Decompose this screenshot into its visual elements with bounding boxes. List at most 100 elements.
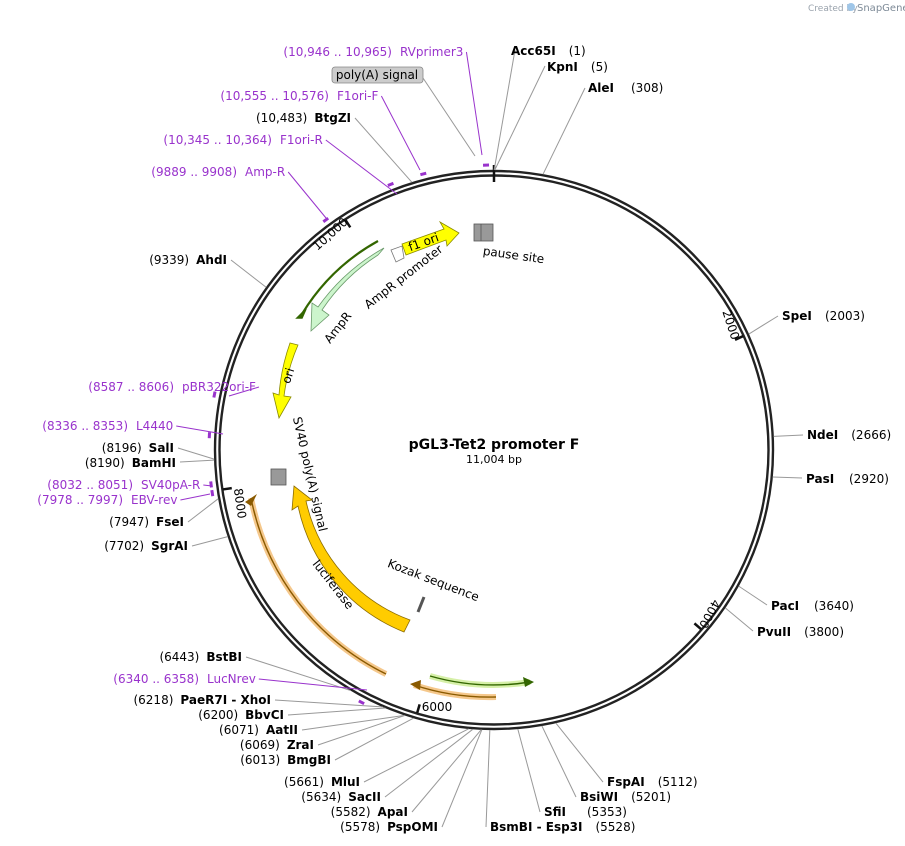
site-btgzi[interactable]: BtgZI(10,483) [256,111,351,125]
primer-mark [420,171,427,177]
feature-luciferase[interactable]: luciferase [245,485,411,677]
site-paer7i-xhoi[interactable]: PaeR7I - XhoI(6218) [133,693,271,707]
site-bstbi[interactable]: BstBI(6443) [159,650,242,664]
site-sgrai[interactable]: SgrAI(7702) [104,539,188,553]
feature-ori[interactable]: ori [272,342,299,420]
site-bsmbi-esp3i[interactable]: BsmBI - Esp3I(5528) [490,820,635,834]
site-coord: (2003) [825,309,865,323]
primer-labels: RVprimer3(10,946 .. 10,965)F1ori-F (10,55… [37,45,490,706]
site-ndei[interactable]: NdeI(2666) [807,428,891,442]
primer-name: F1ori-R [280,133,323,147]
site-coord: (1) [569,44,586,58]
primer-coord: (7978 .. 7997) [37,493,123,507]
primer-f1ori-r[interactable]: F1ori-R (10,345 .. 10,364) [163,133,398,195]
tick-label: 2000 [719,308,742,341]
site-bamhi[interactable]: BamHI(8190) [85,456,176,470]
site-name: FspAI [607,775,645,789]
feature-label: Kozak sequence [386,556,481,604]
site-zrai[interactable]: ZraI(6069) [240,738,314,752]
site-coord: (8190) [85,456,125,470]
site-sali[interactable]: SalI (8196) [102,441,174,455]
primer-f1ori-f[interactable]: F1ori-F (10,555 .. 10,576) [220,89,427,177]
primer-leader-line [465,51,483,156]
site-leader-line [748,315,779,335]
site-name: BtgZI [314,111,351,125]
site-labels: Acc65I (1) KpnI(5) AleI(308) SpeI (2003) NdeI(… [85,44,891,834]
primer-name: L4440 [136,419,173,433]
primer-rvprimer3[interactable]: RVprimer3(10,946 .. 10,965) [283,45,490,167]
site-coord: (5634) [301,790,341,804]
primer-leader-line [258,678,368,691]
site-name: SalI [149,441,174,455]
primer-leader-line [228,386,260,397]
tick-mark [734,334,744,341]
site-pasi[interactable]: PasI (2920) [806,472,889,486]
primer-ebv-rev[interactable]: EBV-rev(7978 .. 7997) [37,489,215,507]
snapgene-logo-icon [847,3,855,11]
site-leader-line [772,476,803,479]
site-bmgbi[interactable]: BmgBI(6013) [240,753,331,767]
site-name: AatII [266,723,298,737]
site-name: SpeI [782,309,812,323]
polya-signal-label[interactable]: poly(A) signal [331,66,476,157]
site-name: PaeR7I - XhoI [180,693,271,707]
site-leader-line [384,728,474,798]
primer-name: pBR322ori-F [182,380,256,394]
site-name: PasI [806,472,834,486]
primer-sv40pa-r[interactable]: SV40pA-R(8032 .. 8051) [47,478,213,492]
site-coord: (2920) [849,472,889,486]
primer-lucnrev[interactable]: LucNrev(6340 .. 6358) [113,672,368,706]
site-leader-line [517,728,541,813]
site-spei[interactable]: SpeI (2003) [782,309,865,323]
site-leader-line [287,707,386,716]
site-leader-line [541,725,577,798]
site-bsiwi[interactable]: BsiWI(5201) [580,790,671,804]
feature-kozak[interactable]: Kozak sequence [386,556,481,613]
site-ahdi[interactable]: AhdI(9339) [149,253,227,267]
primer-coord: (10,555 .. 10,576) [220,89,329,103]
site-alei[interactable]: AleI(308) [588,81,663,95]
site-name: ZraI [287,738,314,752]
site-coord: (8196) [102,441,142,455]
primer-coord: (6340 .. 6358) [113,672,199,686]
site-bbvci[interactable]: BbvCI(6200) [198,708,284,722]
site-name: MluI [331,775,360,789]
site-leader-line [187,498,219,523]
site-leader-line [494,65,546,171]
site-aatii[interactable]: AatII(6071) [219,723,298,737]
site-mlui[interactable]: MluI(5661) [284,775,360,789]
site-apai[interactable]: ApaI(5582) [331,805,408,819]
primer-coord: (10,345 .. 10,364) [163,133,272,147]
primer-name: Amp-R [245,165,285,179]
primer-mark [482,163,490,167]
primer-mark [212,391,217,398]
site-pvuii[interactable]: PvuII(3800) [757,625,844,639]
site-sacii[interactable]: SacII(5634) [301,790,381,804]
site-fsei[interactable]: FseI(7947) [109,515,184,529]
tick-mark [344,219,352,229]
primer-amp-r[interactable]: Amp-R(9889 .. 9908) [151,165,330,223]
site-leader-line [773,434,804,437]
primer-leader-line [180,493,211,501]
site-paci[interactable]: PacI(3640) [771,599,854,613]
site-pspomi[interactable]: PspOMI(5578) [340,820,438,834]
site-leader-line [542,87,586,175]
feature-label: pause site [482,244,545,266]
site-fspai[interactable]: FspAI(5112) [607,775,698,789]
site-leader-line [738,585,768,606]
feature-ampr-promoter[interactable]: AmpR promoter [362,242,446,312]
site-kpni[interactable]: KpnI(5) [547,60,608,74]
site-sfii[interactable]: SfiI(5353) [544,805,627,819]
primer-l4440[interactable]: L4440(8336 .. 8353) [42,419,224,439]
site-leader-line [555,722,604,783]
site-name: Acc65I [511,44,556,58]
primer-pbr322ori-f[interactable]: pBR322ori-F(8587 .. 8606) [88,380,260,398]
site-acc65i[interactable]: Acc65I (1) [511,44,586,58]
site-coord: (6200) [198,708,238,722]
site-name: BmgBI [287,753,331,767]
feature-pause-site[interactable]: pause site [473,223,545,266]
site-leaders [177,49,804,828]
plasmid-size: 11,004 bp [466,453,522,466]
site-coord: (5582) [331,805,371,819]
primer-name: F1ori-F [337,89,378,103]
